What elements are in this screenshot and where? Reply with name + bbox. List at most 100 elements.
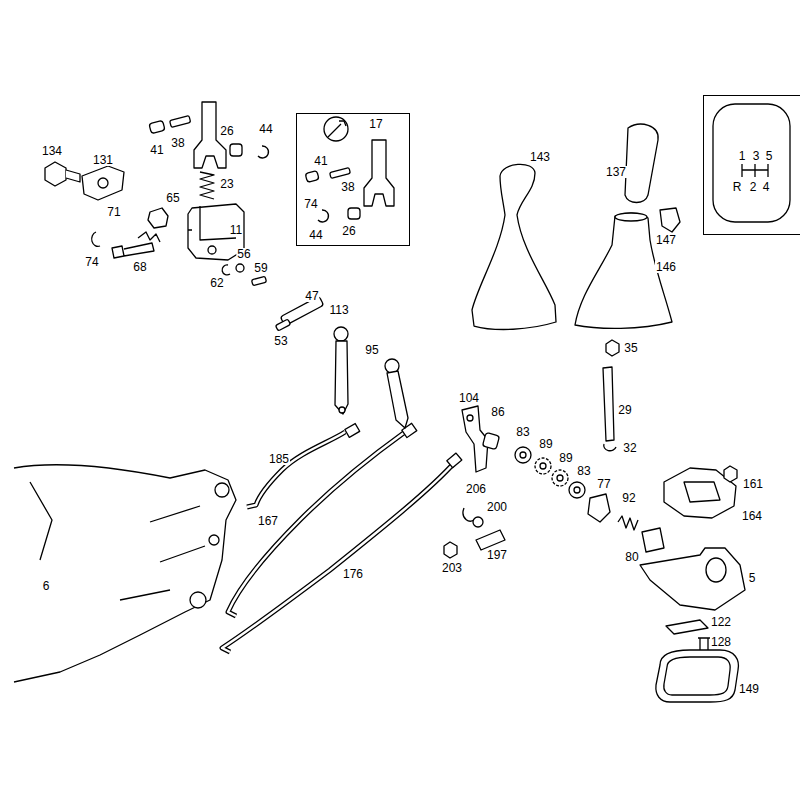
small-pin	[275, 319, 290, 331]
bush	[230, 144, 242, 156]
housing-detail	[684, 482, 720, 502]
bolt	[112, 243, 154, 258]
washer-hole	[574, 487, 580, 493]
shift-pattern-box: 135R24	[703, 95, 800, 235]
shift-lever	[335, 341, 348, 414]
callout-number: 26	[219, 125, 234, 137]
spring	[200, 172, 214, 199]
callout-number: 134	[41, 145, 63, 157]
callout-number: 200	[486, 501, 508, 513]
callout-number: 167	[257, 515, 279, 527]
retaining-plate	[666, 620, 708, 634]
tool-symbol	[324, 117, 348, 141]
callout-number: 122	[710, 616, 732, 628]
washer-hole	[557, 475, 563, 481]
bracket-hole	[98, 178, 108, 188]
callout-number: 128	[710, 636, 732, 648]
callout-number: 74	[303, 198, 318, 210]
bolt-shank	[66, 170, 80, 182]
clip	[148, 208, 168, 228]
callout-number: 71	[106, 206, 121, 218]
callout-number: 53	[273, 335, 288, 347]
callout-number: 137	[605, 166, 627, 178]
bolt	[45, 162, 66, 186]
callout-number: 41	[149, 144, 164, 156]
callout-number: 149	[738, 683, 760, 695]
callout-number: 68	[132, 261, 147, 273]
bushing	[642, 528, 664, 552]
circlip	[222, 265, 230, 275]
bracket	[82, 166, 124, 200]
block-hole	[208, 246, 216, 254]
base-plate	[640, 548, 745, 610]
callout-number: 32	[622, 442, 637, 454]
callout-number: 17	[368, 118, 383, 130]
gear-number: 1	[738, 150, 747, 162]
washer-hole	[540, 463, 546, 469]
shift-rod	[247, 432, 345, 507]
callout-number: 161	[742, 478, 764, 490]
shift-boot	[472, 164, 556, 329]
callout-number: 83	[576, 465, 591, 477]
shift-rod	[222, 462, 455, 652]
lever-eye	[339, 407, 345, 413]
washer	[569, 482, 585, 498]
bush	[149, 120, 165, 133]
part-drawing	[14, 102, 790, 702]
inset-box: 174138744426	[296, 113, 410, 246]
washer-hole	[520, 452, 526, 458]
pin	[330, 168, 351, 179]
pin	[251, 276, 266, 285]
transmission-housing	[14, 465, 236, 682]
callout-number: 185	[268, 453, 290, 465]
callout-number: 89	[538, 438, 553, 450]
shift-rod	[228, 432, 405, 616]
callout-number: 23	[219, 178, 234, 190]
callout-number: 131	[92, 154, 114, 166]
selector-fork	[364, 140, 394, 206]
callout-number: 29	[617, 404, 632, 416]
callout-number: 74	[84, 256, 99, 268]
callout-number: 5	[748, 572, 757, 584]
housing-boss	[215, 483, 229, 497]
knob-outline	[713, 104, 790, 222]
gear-number: 4	[762, 181, 771, 193]
bush	[482, 432, 499, 449]
spring	[618, 516, 638, 530]
circlip	[92, 232, 100, 246]
pin	[476, 530, 505, 550]
gate-lines	[742, 164, 768, 177]
callout-number: 146	[655, 261, 677, 273]
callout-number: 104	[458, 392, 480, 404]
tool-symbol	[328, 121, 346, 137]
base-cylinder	[706, 558, 726, 582]
clip	[660, 208, 680, 232]
shield	[588, 494, 610, 522]
callout-number: 26	[341, 225, 356, 237]
callout-number: 113	[328, 304, 349, 316]
bush	[305, 171, 319, 183]
callout-number: 203	[441, 562, 463, 574]
leader-zigzag	[138, 232, 160, 242]
callout-number: 59	[253, 262, 268, 274]
shift-lever-rod	[603, 367, 614, 441]
callout-number: 92	[621, 492, 636, 504]
callout-number: 44	[258, 123, 273, 135]
callout-number: 62	[209, 277, 224, 289]
circlip	[318, 210, 328, 222]
rod-clip	[447, 453, 462, 468]
callout-number: 164	[741, 510, 763, 522]
ring	[236, 264, 244, 272]
callout-number: 6	[42, 580, 51, 592]
callout-number: 176	[342, 568, 364, 580]
callout-number: 41	[313, 155, 328, 167]
callout-number: 80	[624, 551, 639, 563]
callout-number: 83	[515, 426, 530, 438]
shift-knob	[625, 124, 658, 202]
gasket	[664, 657, 730, 695]
lock-washer	[535, 458, 551, 474]
callout-number: 35	[623, 342, 638, 354]
lever-eye	[467, 415, 473, 421]
callout-number: 38	[170, 137, 185, 149]
